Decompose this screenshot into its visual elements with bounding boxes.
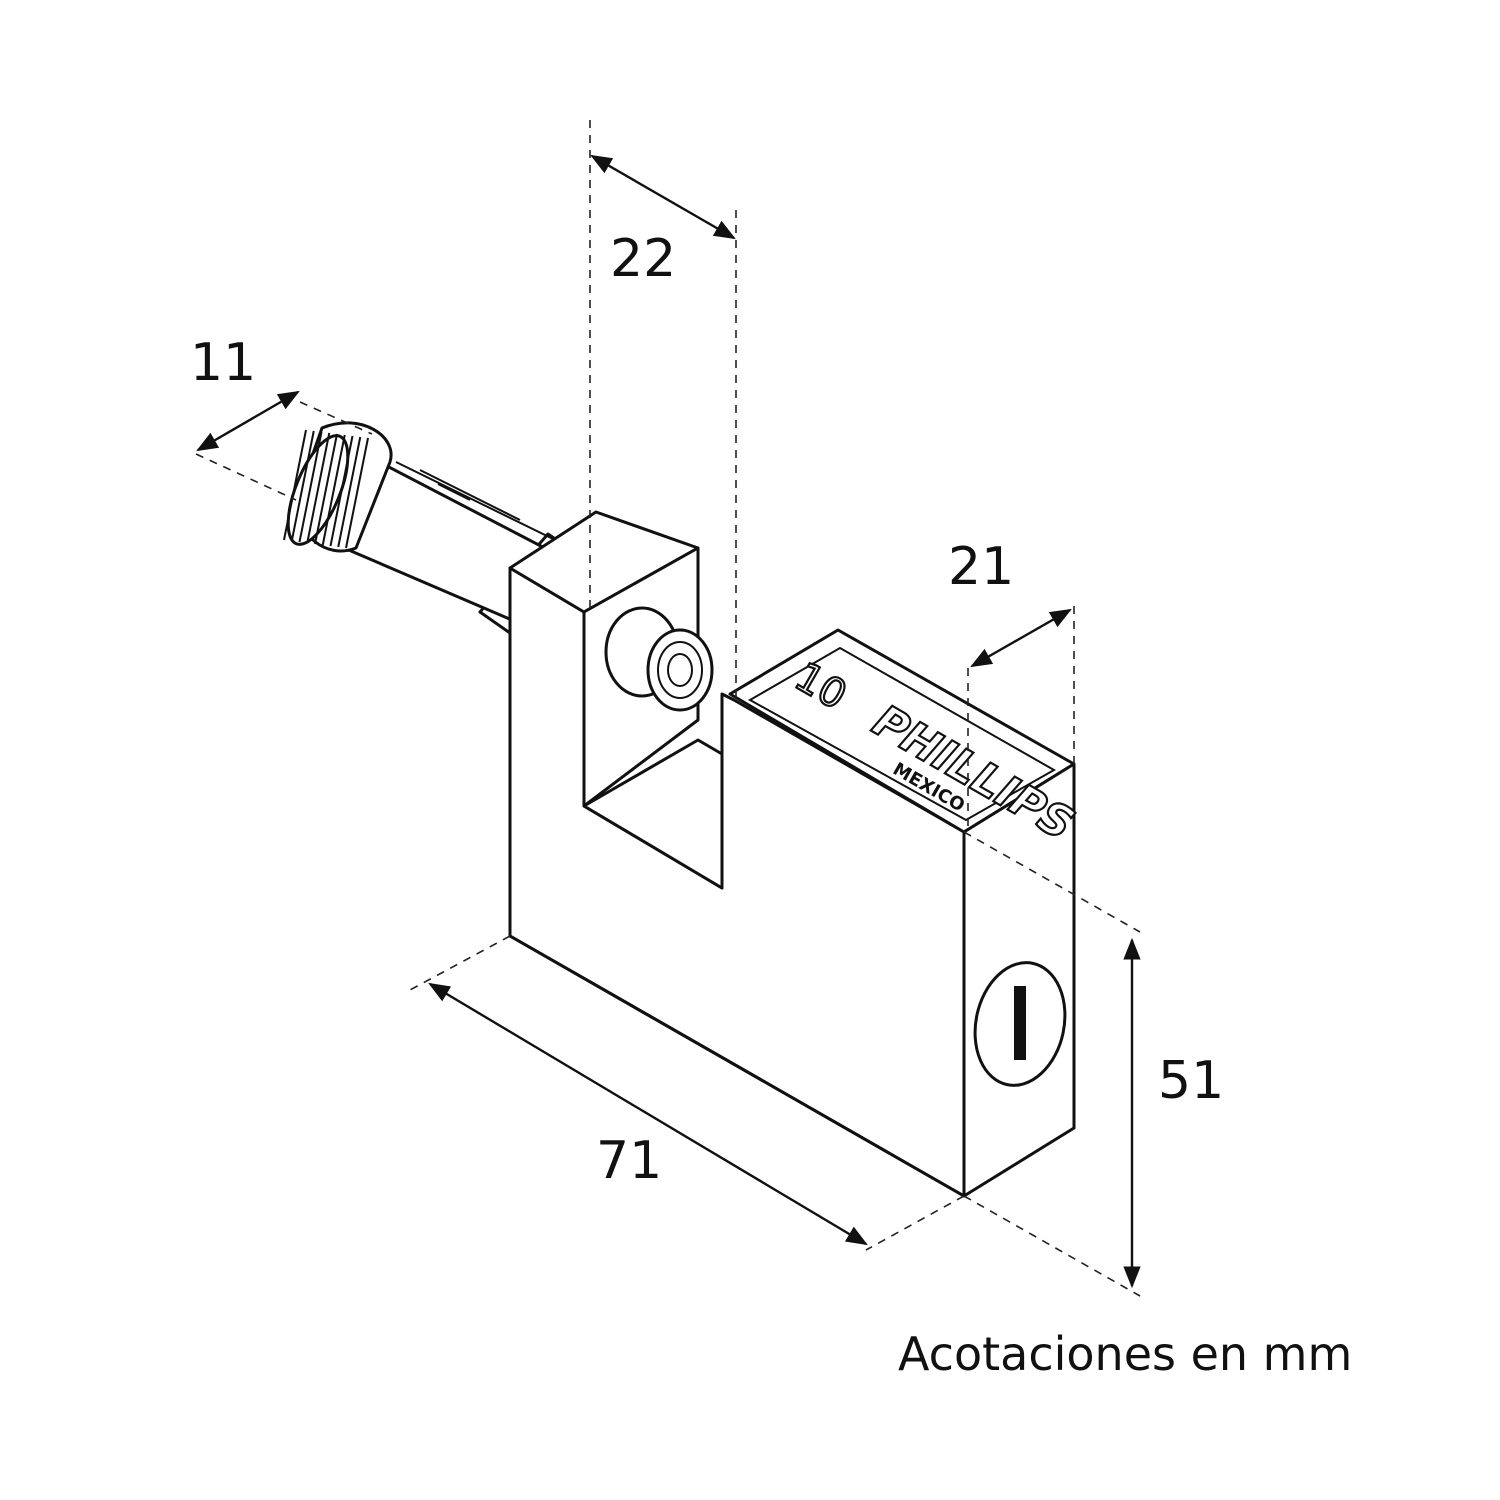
knurl-line	[337, 436, 362, 548]
knurl-line	[321, 434, 346, 546]
knurl-line	[314, 433, 338, 545]
dimension-depth: 21	[948, 537, 1075, 828]
knurl-line	[345, 437, 369, 549]
length-label: 71	[596, 1131, 662, 1191]
dimension-shackle-width: 22	[589, 120, 737, 700]
dimension-height: 51	[963, 831, 1224, 1297]
knurled-knob-icon	[283, 421, 393, 553]
dimension-shackle-diameter: 11	[190, 333, 373, 501]
knurl-line	[290, 430, 315, 542]
shackle-diameter-label: 11	[190, 333, 256, 393]
knurl-line	[298, 431, 323, 543]
lock-body: 10 PHILLIPS MEXICO	[508, 510, 1083, 1198]
knurl-line	[283, 429, 307, 541]
height-label: 51	[1158, 1051, 1224, 1111]
shackle-pin	[604, 606, 714, 712]
knurl-line	[306, 432, 331, 544]
units-caption: Acotaciones en mm	[898, 1327, 1352, 1381]
depth-label: 21	[948, 537, 1014, 597]
keyhole-icon	[973, 961, 1067, 1087]
dimension-length: 71	[409, 935, 965, 1251]
shackle	[283, 421, 597, 642]
shackle-width-label: 22	[610, 229, 676, 289]
knurl-line	[329, 435, 354, 547]
